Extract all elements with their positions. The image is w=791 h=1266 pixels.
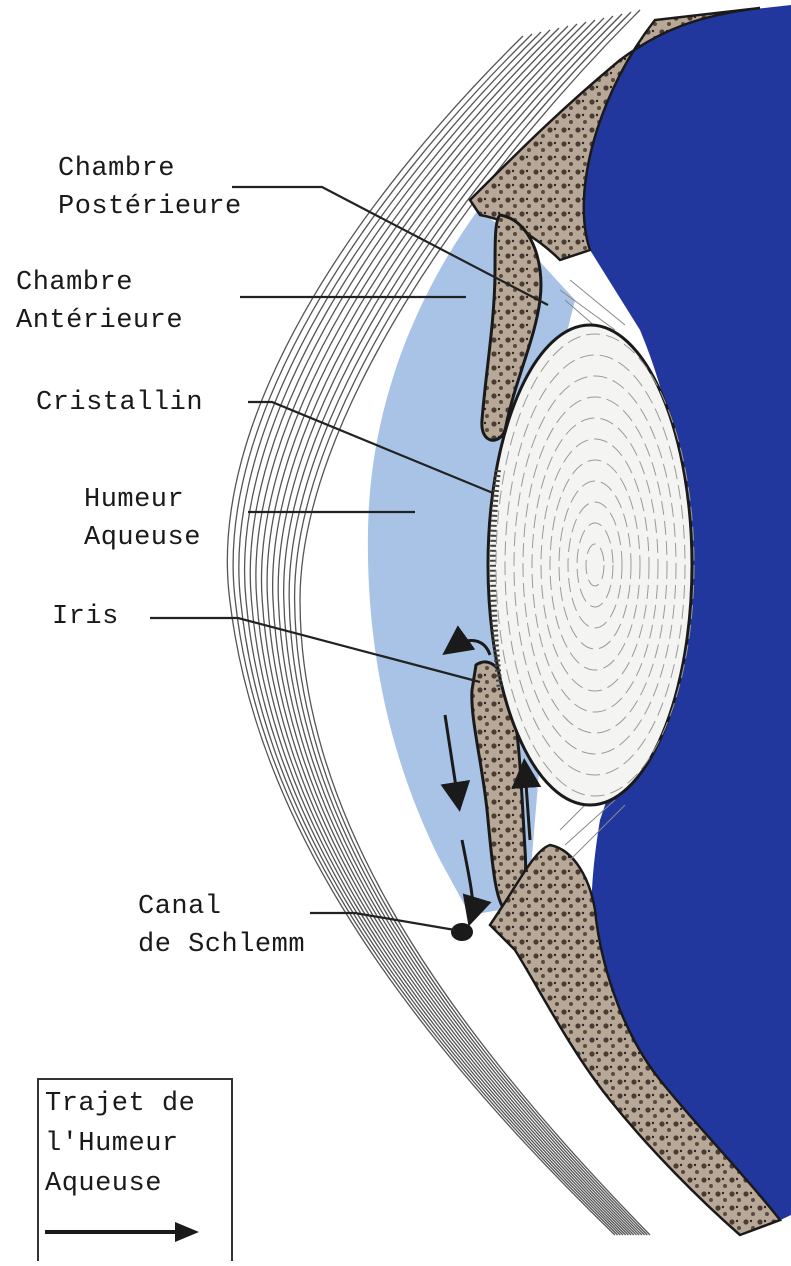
legend-line: Trajet de <box>45 1084 195 1124</box>
label-canal-schlemm: Canal de Schlemm <box>138 888 305 964</box>
label-line: Postérieure <box>58 188 242 226</box>
label-chambre-posterieure: Chambre Postérieure <box>58 150 242 226</box>
legend-arrow-icon <box>43 1220 203 1244</box>
legend-box: Trajet de l'Humeur Aqueuse <box>37 1078 233 1261</box>
label-humeur-aqueuse: Humeur Aqueuse <box>84 481 201 557</box>
label-line: Chambre <box>58 150 242 188</box>
label-line: de Schlemm <box>138 926 305 964</box>
label-line: Aqueuse <box>84 519 201 557</box>
schlemm-canal <box>451 923 473 941</box>
label-cristallin: Cristallin <box>36 384 203 422</box>
label-line: Chambre <box>16 264 183 302</box>
label-line: Canal <box>138 888 305 926</box>
label-iris: Iris <box>52 598 119 636</box>
legend-text: Trajet de l'Humeur Aqueuse <box>45 1084 195 1204</box>
legend-line: Aqueuse <box>45 1164 195 1204</box>
legend-line: l'Humeur <box>45 1124 195 1164</box>
label-line: Humeur <box>84 481 201 519</box>
label-chambre-anterieure: Chambre Antérieure <box>16 264 183 340</box>
label-line: Antérieure <box>16 302 183 340</box>
